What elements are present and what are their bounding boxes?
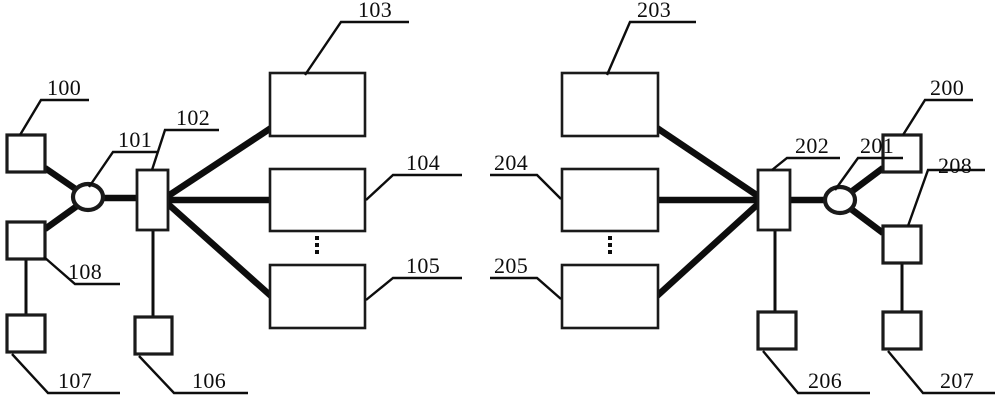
leader-line-102 bbox=[150, 128, 219, 171]
node-106-square[interactable] bbox=[133, 315, 174, 356]
left-node-layer bbox=[5, 71, 367, 356]
right-link-layer bbox=[654, 125, 904, 313]
link-102-103 bbox=[166, 125, 273, 199]
vertical-ellipsis-icon-right bbox=[608, 236, 612, 254]
node-206-square[interactable] bbox=[756, 310, 798, 351]
ref-numeral-202: 202 bbox=[795, 133, 829, 158]
ref-numeral-200: 200 bbox=[930, 75, 964, 100]
ref-numeral-201: 201 bbox=[860, 133, 894, 158]
left-link-layer bbox=[24, 125, 274, 318]
node-200-square[interactable] bbox=[881, 133, 923, 174]
link-102-105 bbox=[165, 201, 274, 299]
left-reference-numeral-layer: 100 101 102 103 104 105 106 107 108 bbox=[47, 0, 440, 393]
ref-numeral-205: 205 bbox=[494, 253, 528, 278]
ref-numeral-206: 206 bbox=[808, 368, 842, 393]
leader-line-208 bbox=[906, 168, 985, 227]
ref-numeral-104: 104 bbox=[406, 150, 440, 175]
node-207-square[interactable] bbox=[881, 310, 923, 351]
node-104-block[interactable] bbox=[268, 167, 367, 233]
node-202-switch[interactable] bbox=[756, 168, 792, 232]
link-208-201 bbox=[849, 206, 885, 236]
ref-numeral-204: 204 bbox=[494, 150, 528, 175]
node-100-square[interactable] bbox=[5, 133, 47, 174]
right-reference-numeral-layer: 200 201 202 203 204 205 206 207 208 bbox=[494, 0, 974, 393]
link-202-205 bbox=[654, 201, 761, 299]
leader-line-204 bbox=[490, 173, 562, 200]
node-101-hub-circle[interactable] bbox=[70, 181, 106, 213]
node-208-square[interactable] bbox=[881, 224, 923, 265]
ref-numeral-101: 101 bbox=[118, 127, 152, 152]
leader-line-101 bbox=[88, 150, 158, 188]
leader-line-104 bbox=[365, 173, 462, 201]
ref-numeral-208: 208 bbox=[938, 153, 972, 178]
leader-line-107 bbox=[11, 353, 120, 395]
ref-numeral-203: 203 bbox=[637, 0, 671, 22]
leader-line-206 bbox=[762, 350, 870, 395]
node-205-block[interactable] bbox=[560, 263, 660, 330]
vertical-ellipsis-icon-left bbox=[315, 236, 319, 254]
left-leader-line-layer bbox=[11, 20, 462, 395]
leader-line-201 bbox=[834, 156, 903, 191]
right-node-layer bbox=[560, 71, 923, 351]
link-202-203 bbox=[655, 125, 760, 199]
right-leader-line-layer bbox=[490, 20, 995, 395]
ref-numeral-102: 102 bbox=[176, 105, 210, 130]
leader-line-105 bbox=[365, 276, 462, 301]
ref-numeral-103: 103 bbox=[358, 0, 392, 22]
left-system-group: 100 101 102 103 104 105 106 107 108 bbox=[5, 0, 462, 395]
ref-numeral-207: 207 bbox=[940, 368, 974, 393]
node-203-block[interactable] bbox=[560, 71, 660, 138]
node-108-square[interactable] bbox=[5, 220, 47, 261]
leader-line-106 bbox=[138, 355, 248, 395]
leader-line-202 bbox=[771, 156, 840, 171]
ref-numeral-108: 108 bbox=[68, 259, 102, 284]
leader-line-203 bbox=[605, 20, 696, 76]
link-200-201 bbox=[849, 165, 885, 195]
node-102-switch[interactable] bbox=[135, 168, 170, 232]
ref-numeral-100: 100 bbox=[47, 75, 81, 100]
node-204-block[interactable] bbox=[560, 167, 660, 233]
ref-numeral-106: 106 bbox=[192, 368, 226, 393]
leader-line-100 bbox=[18, 98, 89, 136]
leader-line-205 bbox=[490, 276, 562, 300]
node-105-block[interactable] bbox=[268, 263, 367, 330]
leader-line-108 bbox=[43, 256, 120, 286]
leader-line-207 bbox=[887, 350, 995, 395]
link-108-101 bbox=[43, 203, 79, 232]
ref-numeral-107: 107 bbox=[58, 368, 92, 393]
leader-line-200 bbox=[901, 98, 973, 136]
ref-numeral-105: 105 bbox=[406, 253, 440, 278]
leader-line-103 bbox=[304, 20, 409, 76]
node-201-hub-circle[interactable] bbox=[822, 184, 858, 216]
link-100-101 bbox=[43, 165, 79, 193]
node-107-square[interactable] bbox=[5, 313, 47, 354]
node-103-block[interactable] bbox=[268, 71, 367, 138]
right-system-group: 200 201 202 203 204 205 206 207 208 bbox=[490, 0, 995, 395]
